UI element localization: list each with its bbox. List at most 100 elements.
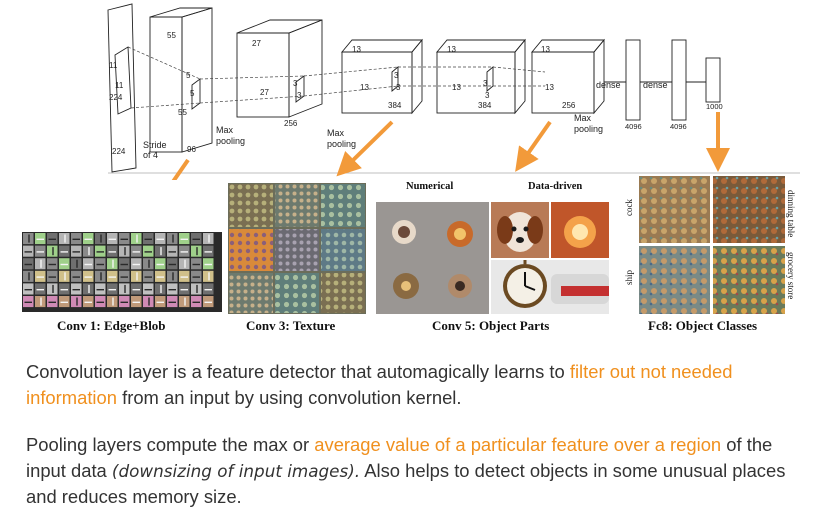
conv5-top: 13 [541, 45, 550, 54]
dense2-size: 4096 [670, 122, 687, 131]
filter-tile [23, 270, 34, 282]
filter-tile [143, 270, 154, 282]
pool2-label: Max [327, 128, 345, 138]
filter-tile [59, 233, 70, 245]
filter-tile [143, 258, 154, 270]
conv5-mid: 13 [545, 83, 554, 92]
conv2-mid: 27 [260, 88, 269, 97]
input-kernel-mid: 11 [115, 81, 124, 90]
filter-tile [155, 245, 166, 257]
filter-tile [167, 270, 178, 282]
p1-highlight: filter out not needed information [26, 361, 733, 408]
stride-label-2: of 4 [143, 150, 158, 160]
filter-tile [107, 296, 118, 308]
filter-tile [119, 270, 130, 282]
input-side: 224 [109, 93, 123, 102]
conv2-top: 27 [252, 39, 261, 48]
filter-tile [203, 233, 214, 245]
filter-tile [107, 245, 118, 257]
filter-tile [143, 296, 154, 308]
filter-tile [71, 245, 82, 257]
conv4-mid: 13 [452, 83, 461, 92]
grocery-store-label: grocery store [786, 252, 796, 300]
filter-tile [35, 245, 46, 257]
filter-tile [191, 270, 202, 282]
filter-tile [95, 245, 106, 257]
input-bottom: 224 [112, 147, 126, 156]
filter-tile [95, 283, 106, 295]
filter-tile [155, 283, 166, 295]
filter-tile [71, 233, 82, 245]
p2-text-c: Also helps to detect objects in some unu… [26, 460, 786, 507]
filter-tile [23, 245, 34, 257]
filter-tile [23, 283, 34, 295]
filter-tile [35, 233, 46, 245]
conv4-top: 13 [447, 45, 456, 54]
p2-highlight: average value of a particular feature ov… [314, 434, 722, 455]
conv3-depth: 384 [388, 101, 402, 110]
filter-tile [71, 283, 82, 295]
conv1-k2: 5 [190, 89, 195, 98]
conv4-block [436, 38, 526, 115]
filter-tile [47, 283, 58, 295]
filter-tile [119, 245, 130, 257]
filter-tile [167, 233, 178, 245]
conv5-data-driven-visuals [491, 202, 609, 314]
fc8-classes-panel [639, 176, 785, 314]
filter-tile [59, 270, 70, 282]
filter-tile [179, 296, 190, 308]
filter-tile [23, 258, 34, 270]
conv5-block [531, 38, 605, 115]
conv5-caption: Conv 5: Object Parts [432, 318, 550, 333]
ship-label: ship [624, 269, 634, 285]
filter-tile [131, 245, 142, 257]
conv4-depth: 384 [478, 101, 492, 110]
conv3-texture-panel [228, 183, 366, 314]
conv2-k1: 3 [293, 79, 298, 88]
stride-label: Stride [143, 140, 167, 150]
dense1-size: 4096 [625, 122, 642, 131]
filter-tile [35, 258, 46, 270]
conv1-k1: 5 [186, 71, 191, 80]
filter-tile [47, 296, 58, 308]
filter-tile [131, 296, 142, 308]
filter-tile [191, 233, 202, 245]
filter-tile [143, 245, 154, 257]
filter-tile [179, 270, 190, 282]
fc8-class-visuals [639, 176, 785, 314]
filter-tile [35, 296, 46, 308]
filter-tile [203, 283, 214, 295]
conv2-depth: 256 [284, 119, 298, 128]
filter-tile [179, 258, 190, 270]
filter-tile [83, 296, 94, 308]
conv2-k2: 3 [297, 91, 302, 100]
filter-tile [107, 258, 118, 270]
filter-tile [167, 245, 178, 257]
filter-tile [23, 233, 34, 245]
filter-tile [95, 270, 106, 282]
filter-tile [83, 245, 94, 257]
projection-lines [127, 46, 546, 109]
dense1-label: dense [596, 80, 621, 90]
filter-tile [71, 270, 82, 282]
conv1-filters-panel [22, 232, 222, 312]
filter-tile [155, 270, 166, 282]
conv1-depth: 96 [187, 145, 196, 154]
filter-tile [179, 283, 190, 295]
conv3-k1: 3 [394, 71, 399, 80]
numerical-label: Numerical [406, 181, 454, 192]
filter-tile [71, 296, 82, 308]
filter-tile [203, 245, 214, 257]
filter-tile [179, 233, 190, 245]
dinning-table-label: dinning table [786, 190, 796, 238]
conv5-depth: 256 [562, 101, 576, 110]
filter-tile [95, 233, 106, 245]
p2-text-b: of the input data [26, 434, 773, 481]
filter-tile [203, 270, 214, 282]
filter-tile [131, 258, 142, 270]
filter-tile [83, 258, 94, 270]
filter-tile [119, 233, 130, 245]
conv5-numerical-panel [376, 202, 489, 314]
filter-tile [47, 258, 58, 270]
